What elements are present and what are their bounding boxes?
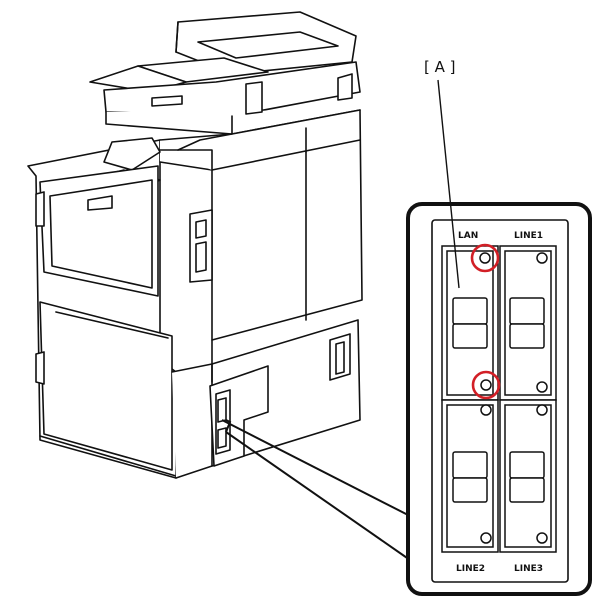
printer-body xyxy=(27,109,363,479)
red-circle-highlight-icon xyxy=(471,370,501,400)
red-circle-highlight-icon xyxy=(470,243,500,273)
document-feeder xyxy=(89,11,361,135)
port-label-line3: LINE3 xyxy=(514,564,543,574)
port-block-line3 xyxy=(499,399,557,553)
port-label-line2: LINE2 xyxy=(456,564,485,574)
multifunction-printer-icon xyxy=(27,11,363,479)
port-block-line1 xyxy=(499,245,557,401)
zoom-connector-lines xyxy=(221,419,411,561)
port-label-line1: LINE1 xyxy=(514,231,543,241)
callout-label-a: [ A ] xyxy=(424,58,456,76)
port-label-lan: LAN xyxy=(458,231,478,241)
callout-a: [ A ] xyxy=(424,58,460,289)
port-block-line2 xyxy=(441,399,499,553)
leader-line xyxy=(437,79,460,289)
connector-panel-callout: LAN LINE1 LINE2 LINE3 xyxy=(406,202,592,596)
